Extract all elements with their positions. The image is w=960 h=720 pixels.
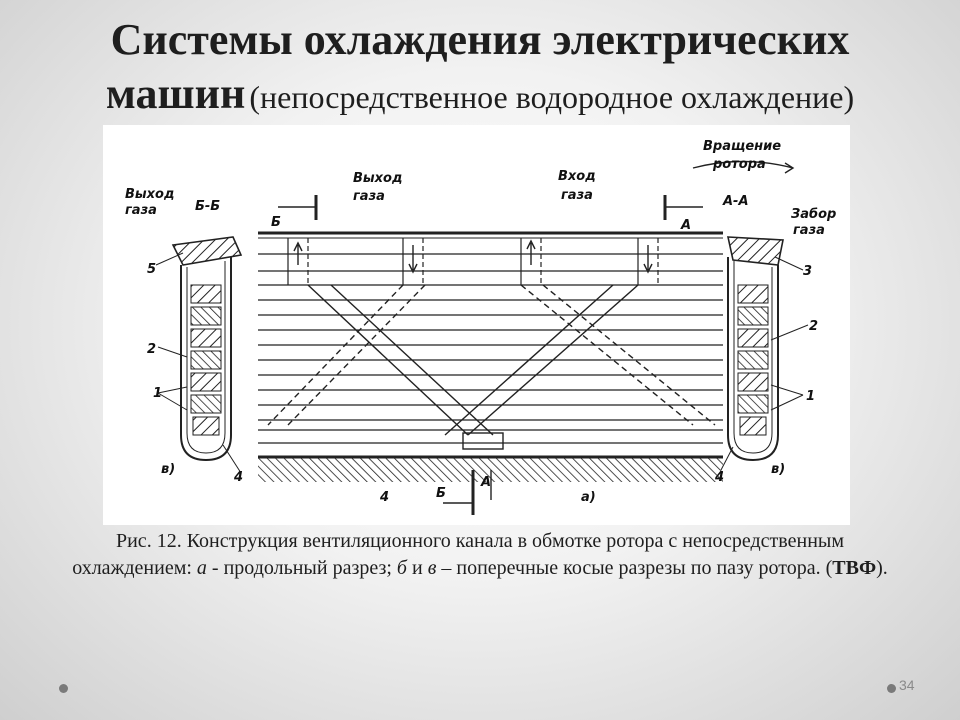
caption-part4: ). <box>876 557 888 579</box>
caption-and: и <box>406 557 428 579</box>
label-mark-b-top: Б <box>271 215 281 230</box>
label-view-a: а) <box>581 490 596 505</box>
label-mark-b-bottom: Б <box>436 486 446 501</box>
diagram-labels: Выход газа Б-Б Выход газа Вход газа Вращ… <box>125 139 836 505</box>
label-gas-out-top-1: Выход <box>353 171 402 186</box>
caption-part3: – поперечные косые разрезы по пазу ротор… <box>436 557 833 579</box>
label-n2-left: 2 <box>147 342 156 357</box>
title-line-2: машин (непосредственное водородное охлаж… <box>0 68 960 130</box>
label-view-v-right: в) <box>771 462 785 477</box>
caption-tvf: ТВФ <box>832 557 877 579</box>
label-mark-a-top: А <box>680 218 691 233</box>
caption-v: в <box>427 557 437 579</box>
label-n5: 5 <box>147 262 156 277</box>
label-n3: 3 <box>803 264 812 279</box>
label-gas-out-left-1: Выход <box>125 187 174 202</box>
nav-dot-left <box>59 684 68 693</box>
label-n4-left: 4 <box>233 470 243 485</box>
label-rotation-1: Вращение <box>703 139 781 154</box>
label-gas-intake-2: газа <box>793 223 825 238</box>
label-mark-a-bottom: А <box>480 475 491 490</box>
caption-a: а <box>196 557 207 579</box>
label-gas-out-left-2: газа <box>125 203 157 218</box>
title-bold-word: машин <box>105 69 246 118</box>
label-view-v-left: в) <box>161 462 175 477</box>
longitudinal-section <box>258 160 795 515</box>
figure-caption: Рис. 12. Конструкция вентиляционного кан… <box>60 528 900 582</box>
label-n4-right: 4 <box>714 470 724 485</box>
label-n2-right: 2 <box>809 319 818 334</box>
title-subtitle: (непосредственное водородное охлаждение) <box>249 79 855 115</box>
label-section-b: Б-Б <box>195 199 220 214</box>
left-cross-section <box>155 236 243 474</box>
title-line-1: Системы охлаждения электрических <box>110 15 850 64</box>
label-n4-bottom: 4 <box>379 490 389 505</box>
caption-part2: - продольный разрез; <box>206 557 397 579</box>
label-section-a: А-А <box>722 194 749 209</box>
label-gas-intake-1: Забор <box>791 207 836 222</box>
label-rotation-2: ротора <box>712 157 766 172</box>
label-n1-right: 1 <box>806 389 815 404</box>
slide-title: Системы охлаждения электрических машин (… <box>0 14 960 130</box>
label-gas-out-top-2: газа <box>353 189 385 204</box>
caption-b: б <box>396 557 407 579</box>
rotor-winding-diagram: Выход газа Б-Б Выход газа Вход газа Вращ… <box>125 139 836 515</box>
nav-dot-right <box>887 684 896 693</box>
page-number: 34 <box>899 677 915 693</box>
right-cross-section <box>720 236 809 471</box>
caption-part1: Рис. 12. Конструкция вентиляционного кан… <box>72 530 844 579</box>
cooling-channel-figure: Выход газа Б-Б Выход газа Вход газа Вращ… <box>103 125 850 525</box>
label-gas-in-top-1: Вход <box>558 169 596 184</box>
label-n1-left: 1 <box>153 386 162 401</box>
label-gas-in-top-2: газа <box>561 188 593 203</box>
